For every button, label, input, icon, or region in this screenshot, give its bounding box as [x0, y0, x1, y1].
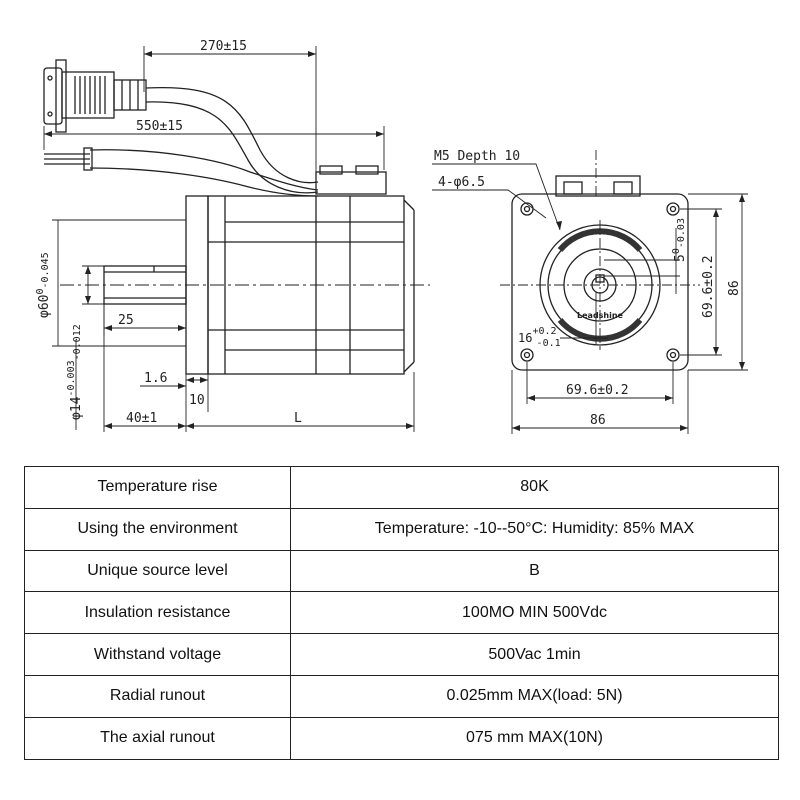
mounting-hole-tr [666, 202, 680, 216]
motor-dimension-drawing: 270±15 550±15 φ600-0.045 25 φ14-0.003-0.… [35, 39, 748, 434]
row-label: The axial runout [24, 716, 291, 760]
front-view-dimension-lines [432, 163, 748, 434]
encoder-cable [145, 86, 319, 184]
table-row: Withstand voltage 500Vac 1min [24, 633, 779, 676]
shaft-length-label: 25 [118, 313, 134, 328]
row-value: 075 mm MAX(10N) [290, 716, 779, 760]
side-view-arrows [44, 51, 414, 429]
table-row: Radial runout 0.025mm MAX(load: 5N) [24, 674, 779, 718]
shaft-diameter-label: φ14-0.003-0.012 [66, 324, 84, 420]
table-row: Insulation resistance 100MO MIN 500Vdc [24, 591, 779, 635]
row-value: 500Vac 1min [290, 633, 779, 676]
row-label: Withstand voltage [24, 633, 291, 676]
row-label: Insulation resistance [24, 591, 291, 635]
front-flange-square [511, 193, 689, 371]
front-view-arrows [512, 194, 745, 431]
key-height-label: 16+0.2-0.1 [518, 326, 561, 349]
flange-diameter-label: φ600-0.045 [35, 252, 52, 318]
mounting-hole-tl [520, 202, 534, 216]
row-label: Temperature rise [24, 466, 291, 509]
body-length-label: L [294, 411, 302, 426]
row-label: Using the environment [24, 507, 291, 551]
table-row: Using the environment Temperature: -10--… [24, 507, 779, 551]
cable-length-550: 550±15 [136, 119, 183, 134]
logo-text: Leadshine [577, 311, 624, 320]
table-row: Temperature rise 80K [24, 466, 779, 509]
row-label: Unique source level [24, 549, 291, 593]
square-size-vertical: 86 [727, 280, 742, 296]
row-value: Temperature: -10--50°C: Humidity: 85% MA… [290, 507, 779, 551]
spec-table: Temperature rise 80K Using the environme… [24, 466, 779, 760]
row-label: Radial runout [24, 674, 291, 718]
mounting-hole-br [666, 348, 680, 362]
row-value: 0.025mm MAX(load: 5N) [290, 674, 779, 718]
table-row: The axial runout 075 mm MAX(10N) [24, 716, 779, 760]
holes-note: 4-φ6.5 [438, 175, 485, 190]
front-view [500, 150, 700, 371]
side-view [43, 59, 430, 375]
shaft-total-label: 40±1 [126, 411, 157, 426]
mounting-hole-bl [520, 348, 534, 362]
row-value: 80K [290, 466, 779, 509]
hole-spacing-vertical: 69.6±0.2 [701, 255, 716, 318]
power-cable [89, 149, 319, 191]
square-size-horizontal: 86 [590, 413, 606, 428]
row-value: B [290, 549, 779, 593]
thread-note: M5 Depth 10 [434, 149, 520, 164]
step-label: 1.6 [144, 371, 167, 386]
encoder-connector [43, 59, 147, 133]
key-width-label: 50-0.03 [671, 218, 688, 262]
cable-length-270: 270±15 [200, 39, 247, 54]
hole-spacing-horizontal: 69.6±0.2 [566, 383, 629, 398]
table-row: Unique source level B [24, 549, 779, 593]
flange-thickness-label: 10 [189, 393, 205, 408]
row-value: 100MO MIN 500Vdc [290, 591, 779, 635]
